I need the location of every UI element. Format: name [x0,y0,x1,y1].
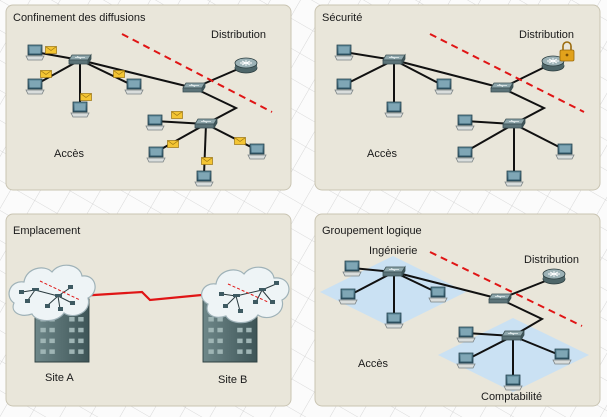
switch-icon [488,293,512,304]
wan-link [77,290,213,302]
broadcast-envelope-icon [234,137,246,145]
panel-title: Confinement des diffusions [13,12,146,24]
switch-icon [382,54,406,65]
pc-icon [334,78,354,95]
access-label: Accès [358,358,388,370]
access-label: Accès [54,148,84,160]
boundary-dash [429,251,583,327]
broadcast-envelope-icon [113,70,125,78]
switch-icon [382,266,406,277]
pc-icon [456,326,476,343]
panel-title: Groupement logique [322,225,422,237]
broadcast-envelope-icon [171,111,183,119]
pc-icon [194,170,214,187]
distribution-label: Distribution [211,29,266,41]
switch-icon [68,54,92,65]
engineering-label: Ingénierie [369,245,417,257]
broadcast-envelope-icon [167,140,179,148]
pc-icon [124,78,144,95]
pc-icon [334,44,354,61]
cloud-icon [8,264,96,322]
panel-title: Emplacement [13,225,80,237]
pc-icon [428,286,448,303]
broadcast-envelope-icon [45,46,57,54]
site-b-label: Site B [218,374,247,386]
pc-icon [384,312,404,329]
panel-security: Sécurité Distribution Accès [314,4,601,191]
pc-icon [456,352,476,369]
pc-icon [70,101,90,118]
lock-icon [559,41,575,62]
router-icon [542,268,566,285]
pc-icon [504,170,524,187]
distribution-label: Distribution [524,254,579,266]
pc-icon [555,143,575,160]
broadcast-envelope-icon [80,93,92,101]
switch-icon [502,118,526,129]
pc-icon [146,146,166,163]
pc-icon [455,114,475,131]
switch-icon [501,330,525,341]
distribution-label: Distribution [519,29,574,41]
site-a-label: Site A [45,372,74,384]
broadcast-envelope-icon [40,70,52,78]
pc-icon [25,78,45,95]
pc-icon [25,44,45,61]
boundary-dash [429,33,585,113]
pc-icon [384,101,404,118]
access-label: Accès [367,148,397,160]
cloud-icon [200,266,290,324]
router-icon [234,57,258,74]
pc-icon [338,288,358,305]
broadcast-envelope-icon [201,157,213,165]
panel-title: Sécurité [322,12,362,24]
panel-location: Emplacement Site A Site B [5,213,292,407]
switch-icon [182,82,206,93]
panel-broadcast: Confinement des diffusions Distribution … [5,4,292,191]
pc-icon [503,374,523,391]
panel-logical-grouping: Groupement logique Ingénierie Distributi… [314,213,601,407]
pc-icon [434,78,454,95]
pc-icon [342,260,362,277]
pc-icon [247,143,267,160]
pc-icon [145,114,165,131]
pc-icon [455,146,475,163]
accounting-label: Comptabilité [481,391,542,403]
pc-icon [552,348,572,365]
switch-icon [490,82,514,93]
switch-icon [194,118,218,129]
boundary-dash [121,33,273,113]
